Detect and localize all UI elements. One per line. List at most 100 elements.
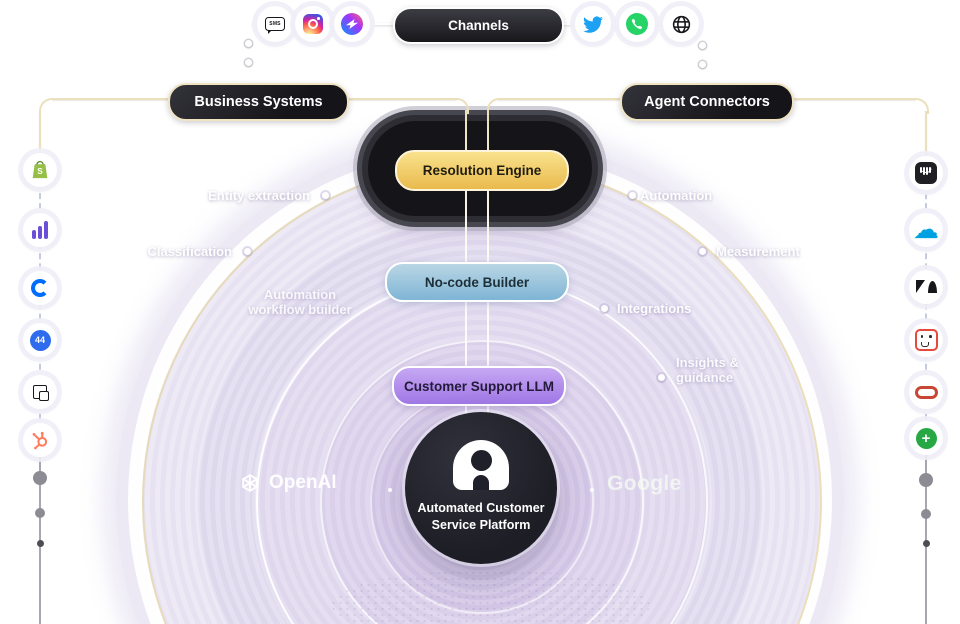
platform-core-title: Automated Customer Service Platform — [417, 500, 544, 534]
capability-marker — [658, 374, 665, 381]
chain-dot — [33, 471, 47, 485]
shopify-chip[interactable]: S — [23, 153, 57, 187]
twitter-icon — [583, 16, 603, 33]
connector-line — [790, 98, 916, 100]
connector-node — [245, 40, 252, 47]
capability-marker — [629, 192, 636, 199]
connector-line — [52, 98, 168, 100]
intercom-icon — [915, 162, 937, 184]
capability-measurement: Measurement — [716, 244, 800, 259]
frames-icon — [30, 382, 50, 402]
capability-marker — [244, 248, 251, 255]
bars-chip[interactable] — [23, 213, 57, 247]
openai-logo: OpenAI — [238, 471, 337, 495]
chain-dot — [921, 509, 931, 519]
ring-dot — [388, 488, 392, 492]
no-code-builder-label: No-code Builder — [424, 274, 530, 290]
capability-insights-guidance: Insights & guidance — [676, 355, 739, 386]
connector-line — [925, 173, 929, 440]
bot-icon — [914, 329, 938, 351]
forty-four-icon: 44 — [29, 329, 51, 351]
capability-integrations: Integrations — [617, 301, 692, 316]
chain-dot — [922, 540, 930, 547]
openai-wordmark: OpenAI — [269, 472, 337, 493]
agent-connectors-label: Agent Connectors — [644, 94, 770, 110]
salesforce-chip[interactable]: ☁ — [909, 213, 943, 247]
capability-marker — [699, 248, 706, 255]
connector-line — [39, 111, 41, 173]
business-systems-label: Business Systems — [194, 94, 323, 110]
ring-dot — [590, 488, 594, 492]
business-systems-pill[interactable]: Business Systems — [168, 83, 349, 121]
connector-line — [39, 173, 43, 440]
connector-curve — [39, 98, 55, 114]
calendly-chip[interactable] — [23, 271, 57, 305]
openai-icon — [242, 474, 258, 492]
channels-pill[interactable]: Channels — [393, 7, 564, 44]
forty-four-chip[interactable]: 44 — [23, 323, 57, 357]
capability-marker — [322, 192, 329, 199]
messenger-icon — [341, 13, 363, 35]
web-channel-chip[interactable] — [663, 6, 699, 42]
connector-curve — [455, 98, 469, 114]
chain-dot — [919, 473, 933, 487]
connector-line — [925, 111, 927, 173]
oracle-chip[interactable] — [909, 375, 943, 409]
connector-line — [39, 440, 41, 624]
capability-classification: Classification — [147, 244, 232, 259]
instagram-channel-chip[interactable] — [295, 6, 331, 42]
connector-node — [699, 42, 706, 49]
capability-automation-workflow-builder: Automation workflow builder — [248, 287, 352, 318]
hubspot-chip[interactable] — [23, 423, 57, 457]
shopify-icon: S — [32, 160, 48, 179]
agent-connectors-pill[interactable]: Agent Connectors — [620, 83, 794, 121]
whatsapp-channel-chip[interactable] — [619, 6, 655, 42]
instagram-lens — [308, 19, 318, 29]
messenger-channel-chip[interactable] — [334, 6, 370, 42]
forty-four-label: 44 — [34, 335, 45, 345]
sms-icon-label: SMS — [269, 21, 281, 27]
resolution-engine-pill[interactable]: Resolution Engine — [395, 150, 569, 191]
messenger-bolt — [346, 19, 358, 29]
capability-automation: Automation — [640, 188, 713, 203]
whatsapp-icon — [626, 13, 648, 35]
connector-curve — [248, 23, 263, 86]
twitter-channel-chip[interactable] — [575, 6, 611, 42]
connector-line — [345, 98, 457, 100]
add-connector-chip[interactable]: + — [909, 421, 943, 455]
ada-logo-icon — [453, 440, 509, 490]
bot-chip[interactable] — [909, 323, 943, 357]
bars-icon — [32, 221, 48, 239]
customer-support-llm-label: Customer Support LLM — [404, 378, 554, 394]
zendesk-icon — [915, 280, 937, 294]
customer-support-llm-pill[interactable]: Customer Support LLM — [392, 366, 566, 406]
connector-node — [699, 61, 706, 68]
instagram-flash — [317, 17, 320, 20]
core-title-line2: Service Platform — [431, 517, 531, 532]
connector-line — [498, 98, 620, 100]
add-icon: + — [915, 427, 937, 449]
salesforce-icon: ☁ — [913, 214, 939, 244]
capability-marker — [601, 305, 608, 312]
platform-core-node[interactable]: Automated Customer Service Platform — [405, 412, 557, 564]
frames-chip[interactable] — [23, 375, 57, 409]
connector-curve — [487, 98, 501, 114]
connector-curve — [913, 98, 929, 114]
resolution-engine-label: Resolution Engine — [422, 163, 542, 178]
connector-node — [245, 59, 252, 66]
oracle-icon — [914, 385, 938, 399]
no-code-builder-pill[interactable]: No-code Builder — [385, 262, 569, 302]
chain-dot — [36, 540, 44, 547]
sms-bubble-tail — [268, 30, 272, 34]
sms-icon: SMS — [265, 17, 285, 34]
dome-noise-texture — [330, 570, 650, 624]
intercom-chip[interactable] — [909, 156, 943, 190]
add-icon-glyph: + — [921, 429, 931, 447]
capability-entity-extraction: Entity extraction — [208, 188, 310, 203]
google-logo: Google — [607, 472, 682, 495]
sms-channel-chip[interactable]: SMS — [257, 6, 293, 42]
chain-dot — [35, 508, 45, 518]
zendesk-chip[interactable] — [909, 270, 943, 304]
calendly-icon — [31, 279, 49, 297]
